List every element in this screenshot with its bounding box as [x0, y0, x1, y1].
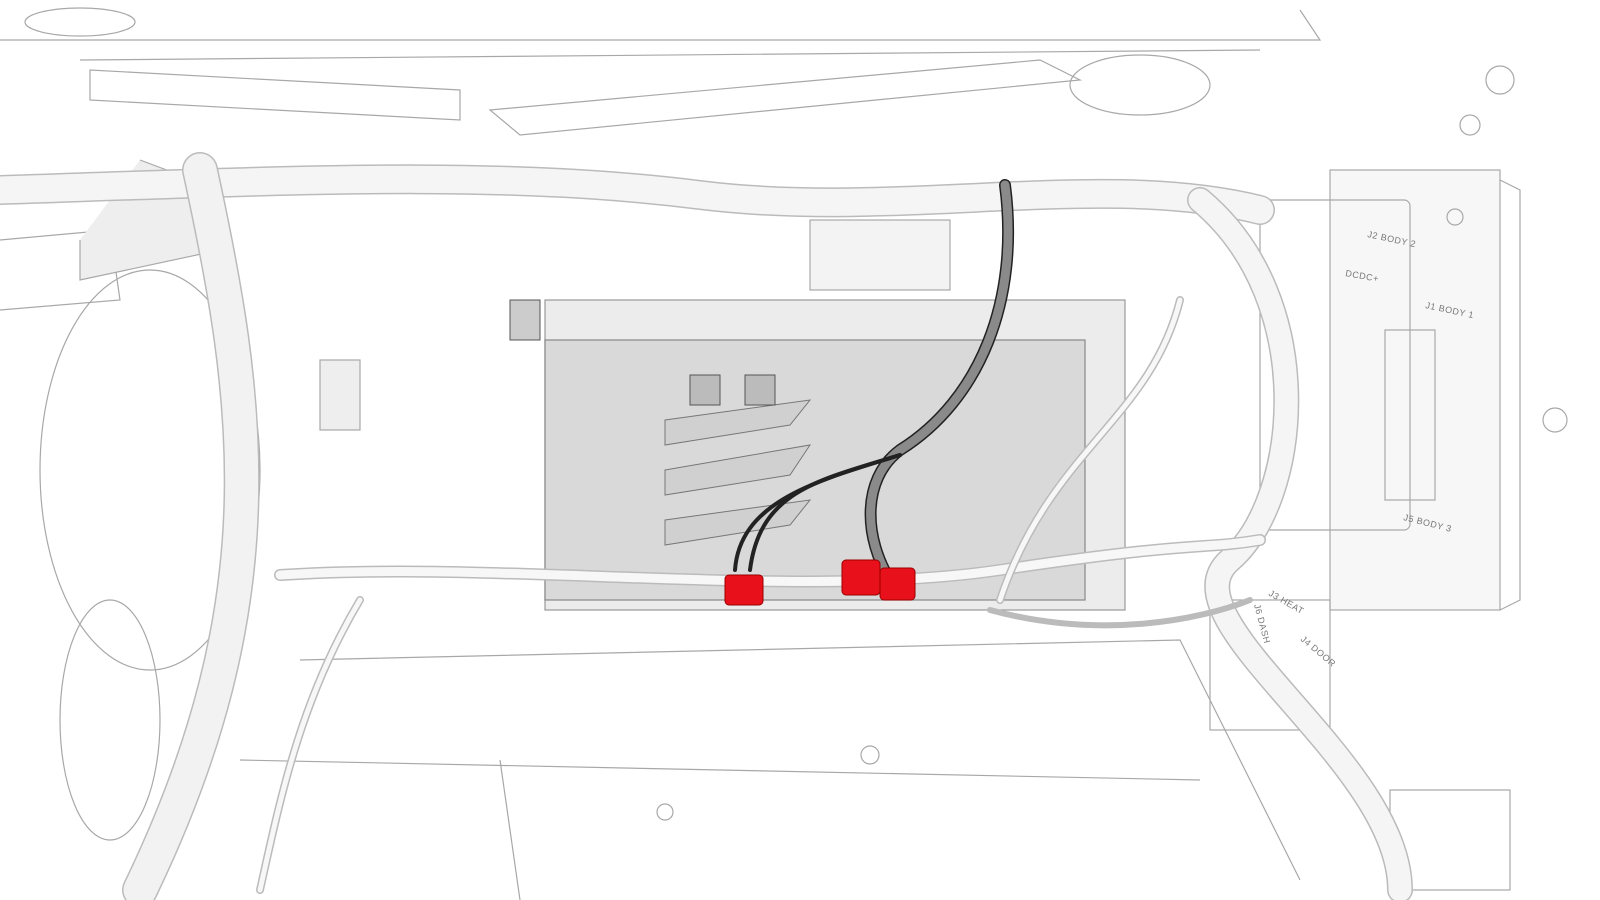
connector-left — [724, 574, 764, 606]
label-j4: J4 DOOR — [1299, 634, 1338, 669]
highlighted-harness — [733, 179, 1014, 586]
central-module — [509, 219, 1126, 611]
background-structure — [0, 7, 1568, 900]
highlighted-connectors — [724, 559, 916, 606]
connector-right — [879, 567, 916, 601]
label-j3: J3 HEAT — [1267, 588, 1306, 616]
connector-middle — [841, 559, 881, 596]
